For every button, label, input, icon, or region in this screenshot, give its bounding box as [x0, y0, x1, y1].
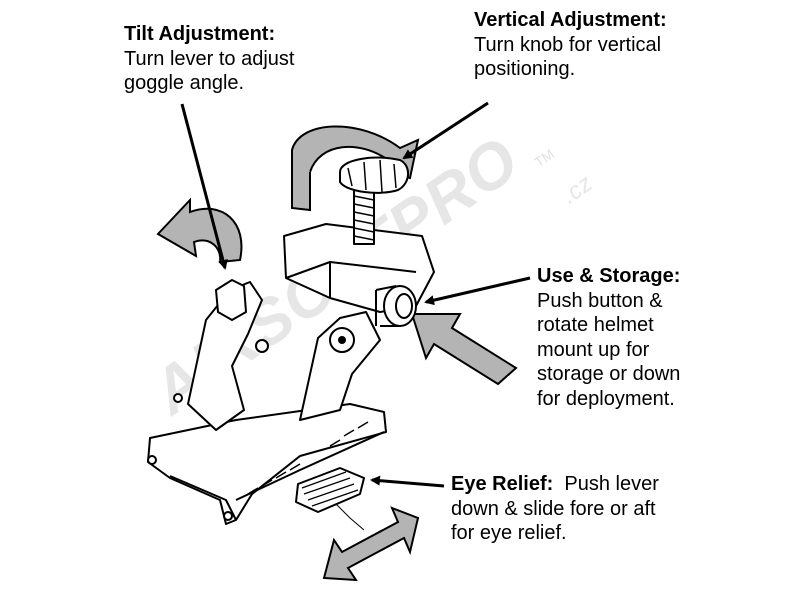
use-storage-line-5: for deployment. [537, 387, 675, 410]
use-storage-callout-arrow [424, 276, 531, 306]
use-storage-line-4: storage or down [537, 363, 681, 385]
use-storage-line-3: mount up for [537, 338, 650, 361]
eye-relief-line-3: for eye relief. [451, 522, 567, 544]
vertical-callout-arrow [402, 101, 489, 160]
eye-relief-line-2: down & slide fore or aft [451, 497, 656, 520]
tilt-title: Tilt Adjustment: [124, 23, 276, 45]
eye-relief-line-1-rest: Push lever [553, 473, 659, 495]
vertical-title: Vertical Adjustment: [474, 9, 667, 31]
use-storage-line-1: Push button & [537, 289, 663, 312]
tilt-adjustment-note: Tilt Adjustment: Turn lever to adjust go… [124, 22, 294, 96]
tilt-rotation-arrow [156, 197, 243, 264]
use-storage-title: Use & Storage: [537, 265, 681, 287]
eye-relief-slide-arrow [322, 503, 420, 582]
use-storage-line-2: rotate helmet [537, 314, 654, 336]
vertical-line-1: Turn knob for vertical [474, 33, 662, 56]
eye-relief-note: Eye Relief: Push lever down & slide fore… [451, 472, 659, 546]
tilt-callout-arrow [180, 103, 228, 270]
vertical-adjustment-note: Vertical Adjustment: Turn knob for verti… [474, 8, 667, 82]
vertical-line-2: positioning. [474, 58, 576, 80]
eye-relief-callout-arrow [370, 475, 445, 488]
callout-arrows [180, 101, 531, 488]
use-storage-push-arrow [410, 313, 518, 386]
tilt-line-2: goggle angle. [124, 72, 245, 94]
mount-body [147, 156, 435, 525]
eye-relief-title: Eye Relief: [451, 473, 554, 495]
tilt-line-1: Turn lever to adjust [124, 47, 295, 70]
use-storage-note: Use & Storage: Push button & rotate helm… [537, 264, 680, 411]
